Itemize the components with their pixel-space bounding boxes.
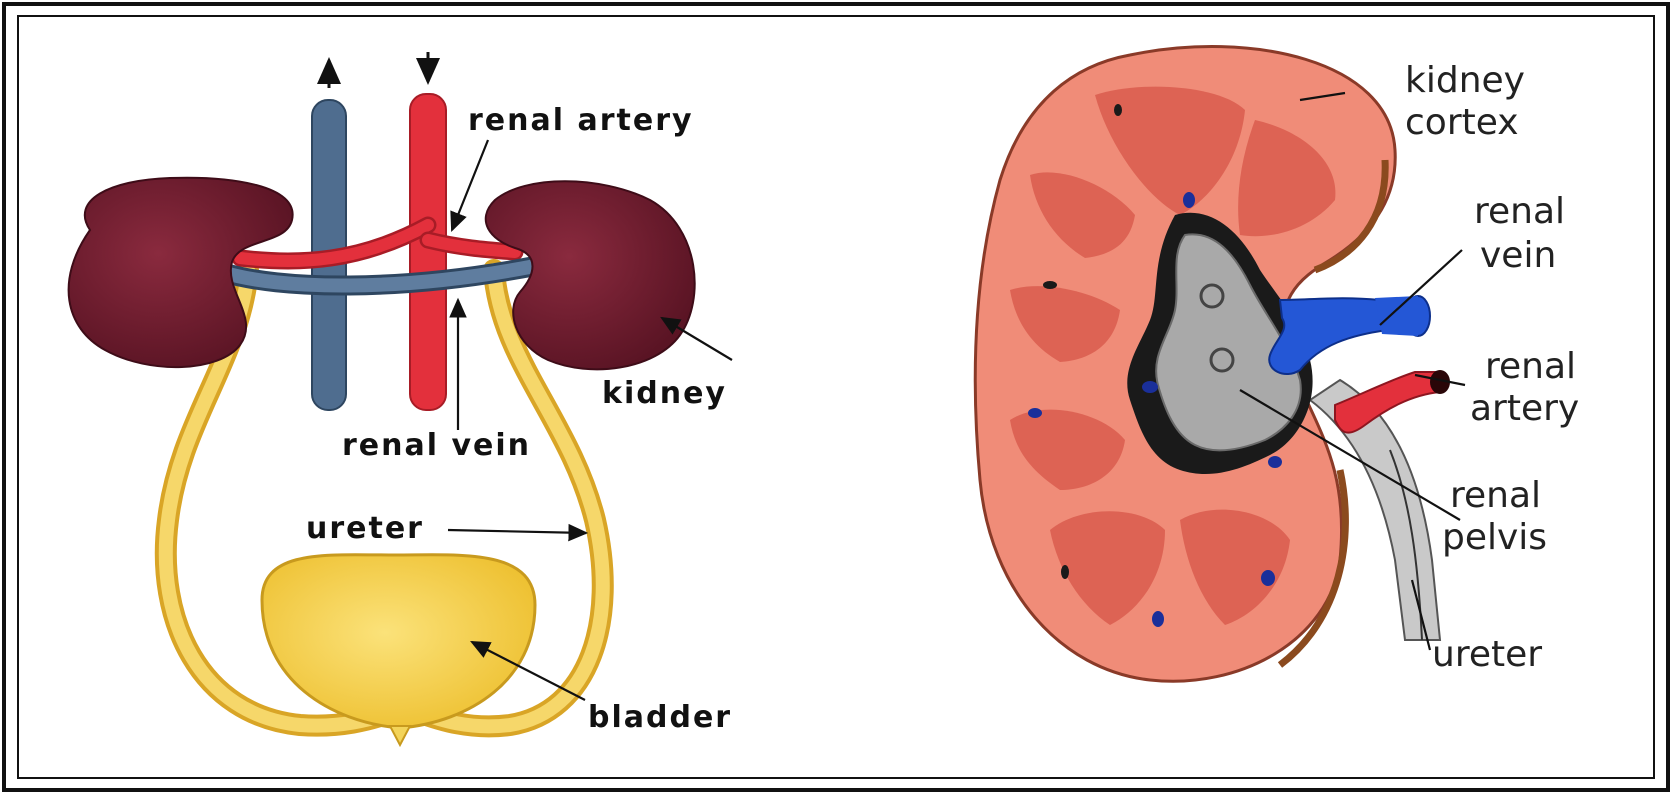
aorta bbox=[410, 94, 446, 410]
urinary-system-illustration bbox=[69, 52, 695, 745]
label-renal-pelvis-2: pelvis bbox=[1442, 517, 1547, 558]
leader-ureter bbox=[448, 530, 586, 533]
label-renal-artery: renal artery bbox=[468, 103, 694, 138]
label-kidney-cortex-2: cortex bbox=[1405, 102, 1519, 143]
renal-vein-branch bbox=[1269, 298, 1388, 374]
label-ureter-right: ureter bbox=[1432, 634, 1542, 675]
label-renal-vein-2: vein bbox=[1480, 235, 1556, 276]
label-renal-vein-1: renal bbox=[1474, 191, 1565, 232]
label-renal-pelvis-1: renal bbox=[1450, 475, 1541, 516]
leader-renal-artery bbox=[452, 140, 488, 230]
label-kidney: kidney bbox=[602, 376, 727, 411]
label-renal-artery-2: artery bbox=[1470, 388, 1579, 429]
kidney-cross-section-illustration bbox=[975, 47, 1450, 682]
label-ureter: ureter bbox=[306, 511, 424, 546]
renal-artery-branch bbox=[1335, 372, 1440, 433]
bladder bbox=[262, 555, 535, 728]
label-renal-artery-1: renal bbox=[1485, 346, 1576, 387]
label-renal-vein: renal vein bbox=[342, 428, 531, 463]
label-bladder: bladder bbox=[588, 700, 732, 735]
label-kidney-cortex-1: kidney bbox=[1405, 60, 1525, 101]
